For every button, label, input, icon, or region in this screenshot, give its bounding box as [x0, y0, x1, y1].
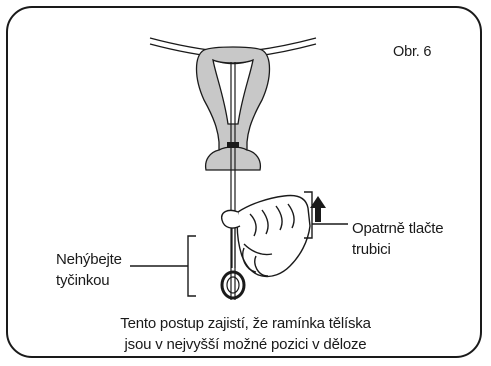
caption-line-2: jsou v nejvyšší možné pozici v děloze — [0, 334, 491, 355]
figure-caption: Tento postup zajistí, že ramínka tělíska… — [0, 313, 491, 355]
warning-line-2: tyčinkou — [56, 270, 122, 291]
uterus-illustration — [150, 38, 316, 170]
push-line-2: trubici — [352, 239, 443, 260]
rod-bracket — [130, 236, 196, 296]
push-line-1: Opatrně tlačte — [352, 218, 443, 239]
figure-number: Obr. 6 — [393, 42, 431, 63]
do-not-move-rod-label: Nehýbejte tyčinkou — [56, 249, 122, 291]
caption-line-1: Tento postup zajistí, že ramínka tělíska — [0, 313, 491, 334]
push-bracket — [304, 192, 348, 238]
warning-line-1: Nehýbejte — [56, 249, 122, 270]
push-tube-label: Opatrně tlačte trubici — [352, 218, 443, 260]
ring-handle-icon — [222, 272, 244, 298]
